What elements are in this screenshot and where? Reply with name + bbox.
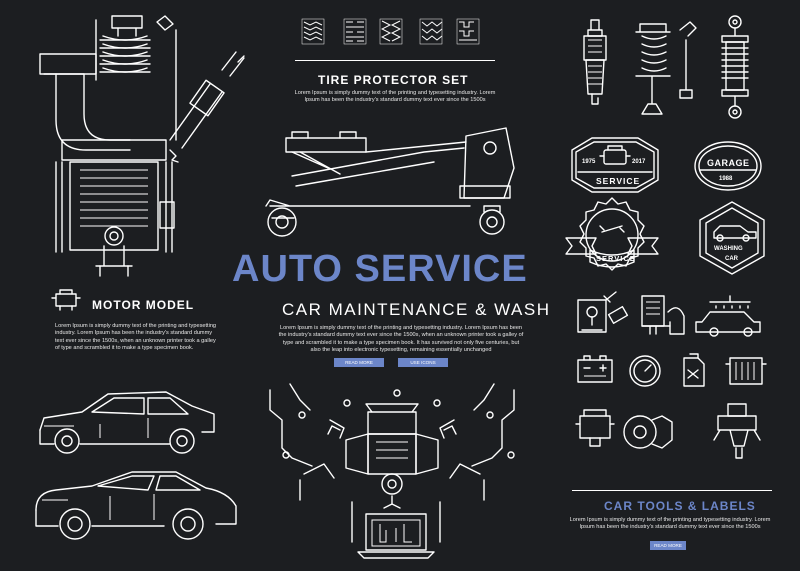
brake-disc-icon (623, 415, 673, 449)
motor-section-title: MOTOR MODEL (92, 298, 195, 312)
read-more-button[interactable]: READ MORE (334, 358, 384, 367)
garage-badge-label: GARAGE (707, 158, 750, 168)
engine-part-icon (575, 409, 615, 447)
service-badge-year-right: 2017 (632, 159, 646, 165)
speedometer-icon (629, 355, 661, 387)
tools-section-title: CAR TOOLS & LABELS (604, 499, 756, 513)
page-title: AUTO SERVICE (232, 248, 528, 290)
service-badge-year-left: 1975 (582, 159, 596, 165)
service-ribbon-label: SERVICE (596, 254, 636, 263)
car-wash-badge-bottom: CAR (725, 256, 739, 262)
garage-badge-year: 1988 (719, 176, 733, 182)
tools-section-body: Lorem Ipsum is simply dummy text of the … (569, 517, 771, 531)
tire-section-body: Lorem Ipsum is simply dummy text of the … (294, 90, 496, 104)
motor-section-body: Lorem Ipsum is simply dummy text of the … (55, 323, 217, 351)
tire-tread-1-icon (301, 18, 325, 45)
tire-tread-5-icon (456, 18, 480, 45)
robot-wrench-icon (713, 403, 761, 459)
use-icons-button[interactable]: USE ICONS (398, 358, 448, 367)
radiator-icon (725, 357, 767, 385)
fuel-canister-icon (683, 353, 705, 387)
tools-divider (572, 490, 772, 491)
tire-divider (295, 60, 495, 61)
tire-tread-2-icon (343, 18, 367, 45)
gps-navigation-icon (577, 291, 629, 333)
battery-icon (577, 355, 613, 383)
tire-section-title: TIRE PROTECTOR SET (318, 73, 469, 87)
car-wash-icon (695, 295, 761, 337)
tire-tread-4-icon (419, 18, 443, 45)
diagnostic-computer-icon (641, 295, 685, 335)
car-wash-badge-top: WASHING (714, 246, 743, 252)
tire-tread-3-icon (379, 18, 403, 45)
tools-read-more-button[interactable]: READ MORE (650, 541, 686, 550)
page-subtitle: CAR MAINTENANCE & WASH (282, 300, 551, 319)
page-intro-text: Lorem Ipsum is simply dummy text of the … (278, 325, 524, 353)
service-badge-label: SERVICE (596, 176, 640, 186)
